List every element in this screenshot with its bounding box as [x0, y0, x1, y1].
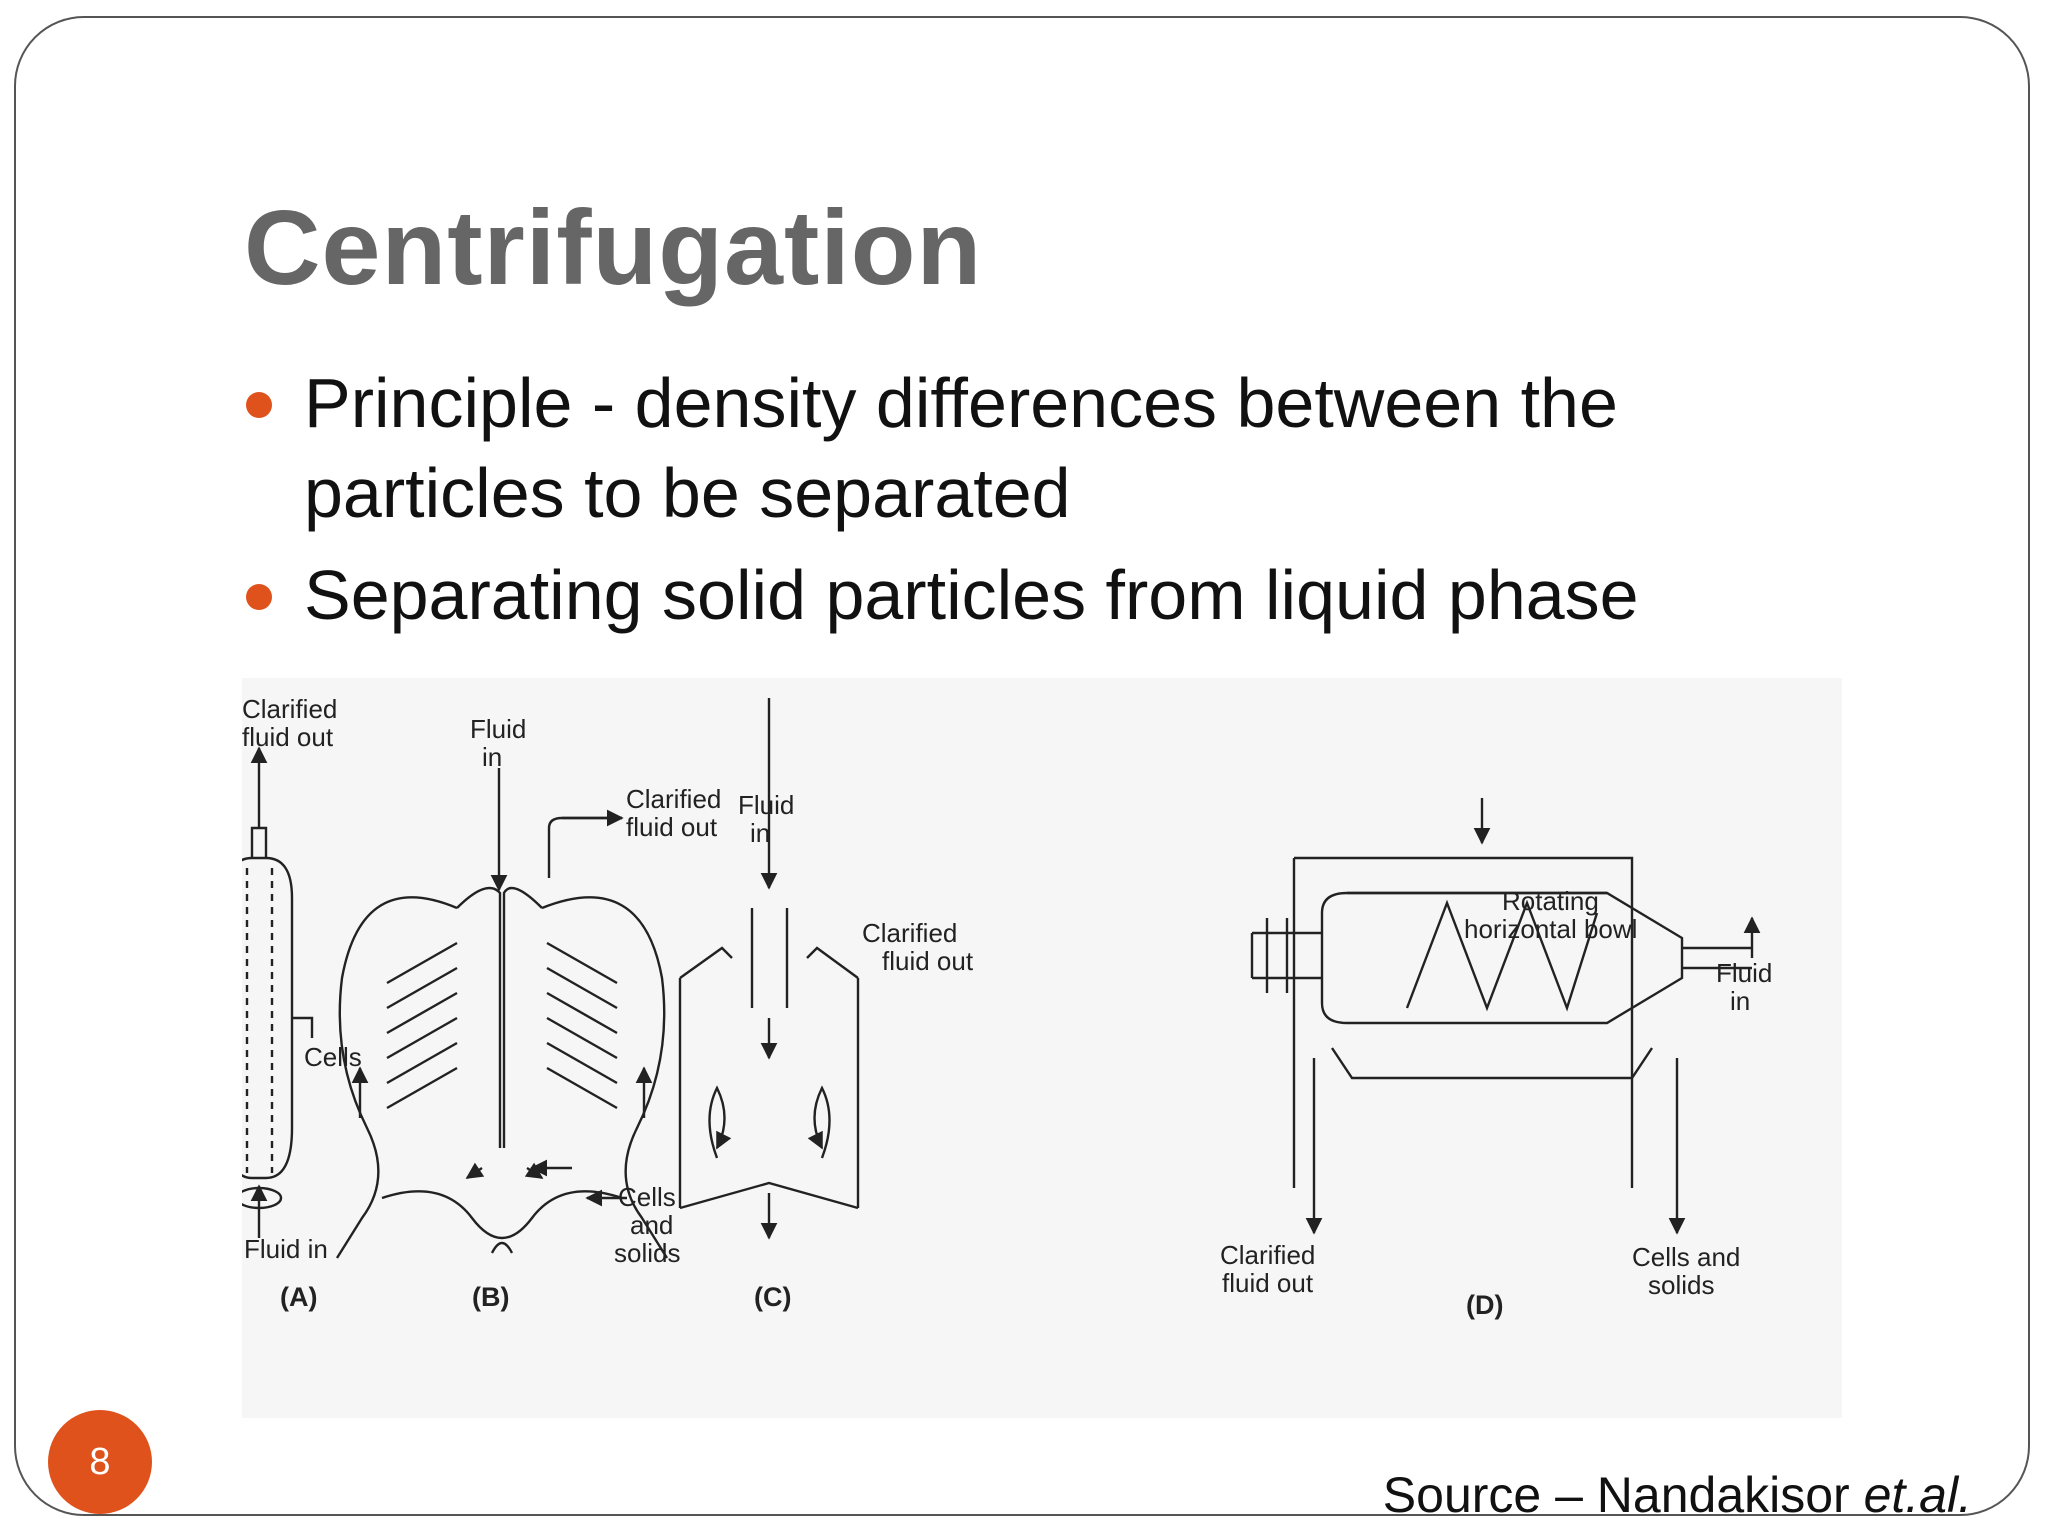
slide-title: Centrifugation [244, 189, 983, 307]
panel-d-clarified-label-1: Clarified [1220, 1240, 1315, 1270]
bullet-text: Separating solid particles from liquid p… [304, 556, 1639, 634]
panel-c-label: (C) [754, 1282, 791, 1312]
panel-b-fluid-label-2: in [482, 742, 502, 772]
panel-c-nozzle [678, 698, 860, 1240]
bullet-item: Principle - density differences between … [244, 358, 1804, 538]
panel-a-cells-label: Cells [304, 1042, 362, 1072]
panel-b-cells-label-2: and [630, 1210, 673, 1240]
panel-b-cells-label-3: solids [614, 1238, 680, 1268]
panel-b-clarified-label-1: Clarified [626, 784, 721, 814]
page-number-badge: 8 [48, 1410, 152, 1514]
bullet-text: Principle - density differences between … [304, 364, 1618, 532]
centrifuge-diagram-svg: Clarified fluid out Cells Fluid in (A) F… [242, 694, 1772, 1320]
panel-a-clarified-label-2: fluid out [242, 722, 334, 752]
panel-c-clarified-label-1: Clarified [862, 918, 957, 948]
bullet-dot-icon [246, 584, 272, 610]
panel-b-cells-label-1: Cells [618, 1182, 676, 1212]
panel-c-fluid-label-1: Fluid [738, 790, 794, 820]
bullet-item: Separating solid particles from liquid p… [244, 550, 1804, 640]
panel-d-fluid-label-2: in [1730, 986, 1750, 1016]
panel-a-fluid-in-label: Fluid in [244, 1234, 328, 1264]
source-caption-prefix: Source – Nandakisor [1382, 1467, 1864, 1516]
bullet-list: Principle - density differences between … [244, 358, 1804, 652]
panel-b-disc-stack [335, 768, 669, 1259]
panel-d-rotating-label-1: Rotating [1502, 886, 1599, 916]
bullet-dot-icon [246, 392, 272, 418]
slide-frame: Centrifugation Principle - density diffe… [14, 16, 2030, 1516]
panel-d-cells-label-1: Cells and [1632, 1242, 1740, 1272]
panel-b-label: (B) [472, 1282, 509, 1312]
panel-d-decanter [1250, 798, 1761, 1235]
panel-d-label: (D) [1466, 1290, 1503, 1320]
source-caption-italic: et.al. [1863, 1467, 1972, 1516]
panel-c-clarified-label-2: fluid out [882, 946, 974, 976]
panel-d-clarified-label-2: fluid out [1222, 1268, 1314, 1298]
panel-b-clarified-label-2: fluid out [626, 812, 718, 842]
diagram-labels: Clarified fluid out Cells Fluid in (A) F… [242, 694, 1772, 1320]
source-caption: Source – Nandakisor et.al. [1382, 1466, 1972, 1516]
panel-d-fluid-label-1: Fluid [1716, 958, 1772, 988]
panel-d-cells-label-2: solids [1648, 1270, 1714, 1300]
panel-a-label: (A) [280, 1282, 317, 1312]
centrifuge-diagram: Clarified fluid out Cells Fluid in (A) F… [242, 678, 1842, 1418]
panel-d-rotating-label-2: horizontal bowl [1464, 914, 1637, 944]
panel-b-fluid-label-1: Fluid [470, 714, 526, 744]
panel-a-clarified-label-1: Clarified [242, 694, 337, 724]
panel-a-tubular-bowl [242, 746, 314, 1238]
panel-c-fluid-label-2: in [750, 818, 770, 848]
